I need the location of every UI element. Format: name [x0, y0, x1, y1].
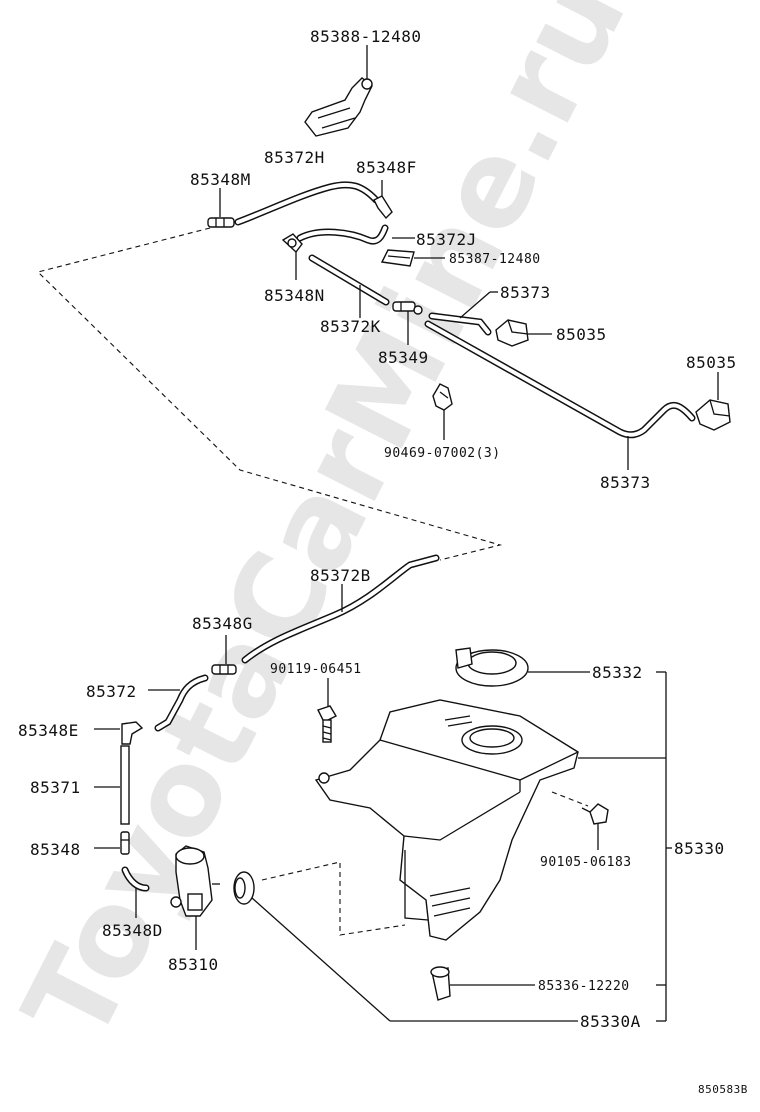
label-85372B: 85372B [310, 566, 371, 585]
label-85373-top: 85373 [500, 283, 551, 302]
label-85349: 85349 [378, 348, 429, 367]
diagram-code: 850583B [698, 1083, 748, 1096]
label-85330A: 85330A [580, 1012, 641, 1031]
hose-85373-top[interactable] [428, 312, 492, 336]
label-90105-06183: 90105-06183 [540, 855, 632, 870]
label-85348M: 85348M [190, 170, 251, 189]
hose-85372J[interactable] [296, 224, 389, 245]
label-90469-07002: 90469-07002(3) [384, 446, 501, 461]
clip-bracket-85388[interactable] [304, 77, 373, 137]
washer-reservoir-85330[interactable] [314, 699, 579, 941]
joint-85348M[interactable] [207, 217, 235, 228]
nozzle-85035-a[interactable] [495, 319, 529, 347]
hose-85372H[interactable] [234, 181, 380, 226]
nozzle-85035-b[interactable] [695, 399, 731, 431]
label-85348F: 85348F [356, 158, 417, 177]
dashed-guide-top [36, 227, 503, 561]
label-85348N: 85348N [264, 286, 325, 305]
label-85372H: 85372H [264, 148, 325, 167]
dashed-guide-pump [261, 861, 406, 936]
hose-85372B[interactable] [241, 554, 440, 664]
grommet-85330A[interactable] [233, 871, 255, 905]
hose-85371[interactable] [120, 745, 130, 825]
label-85035-b: 85035 [686, 353, 737, 372]
joint-85348[interactable] [120, 831, 130, 855]
label-85310: 85310 [168, 955, 219, 974]
hose-85372K[interactable] [308, 254, 390, 306]
label-90119-06451: 90119-06451 [270, 662, 362, 677]
hose-85373-long[interactable] [424, 320, 696, 439]
hose-85348D[interactable] [121, 866, 150, 892]
label-85348G: 85348G [192, 614, 253, 633]
joint-85348G[interactable] [211, 664, 237, 675]
clamp-85387[interactable] [380, 249, 415, 267]
joint-85348N[interactable] [281, 233, 303, 254]
label-85371: 85371 [30, 778, 81, 797]
label-85336-12220: 85336-12220 [538, 979, 630, 994]
bolt-90105[interactable] [581, 803, 609, 825]
watermark-text: ToyotaCarMine.ru [0, 0, 653, 1063]
label-85035-a: 85035 [556, 325, 607, 344]
joint-85348E[interactable] [121, 721, 144, 745]
label-85387-12480: 85387-12480 [449, 252, 541, 267]
label-85348: 85348 [30, 840, 81, 859]
clip-90469[interactable] [432, 383, 453, 411]
label-85372J: 85372J [416, 230, 477, 249]
label-85332: 85332 [592, 663, 643, 682]
label-85348D: 85348D [102, 921, 163, 940]
label-85388-12480: 85388-12480 [310, 27, 421, 46]
reservoir-cap-85332[interactable] [455, 647, 529, 687]
hose-85372[interactable] [154, 674, 209, 732]
bolt-90119[interactable] [317, 705, 337, 743]
joint-85349[interactable] [392, 301, 423, 315]
label-85372: 85372 [86, 682, 137, 701]
label-85330: 85330 [674, 839, 725, 858]
label-85373-bottom: 85373 [600, 473, 651, 492]
filter-85336[interactable] [430, 966, 451, 1001]
washer-pump-85310[interactable] [170, 845, 220, 917]
label-85372K: 85372K [320, 317, 381, 336]
joint-85348F[interactable] [373, 195, 393, 220]
label-85348E: 85348E [18, 721, 79, 740]
